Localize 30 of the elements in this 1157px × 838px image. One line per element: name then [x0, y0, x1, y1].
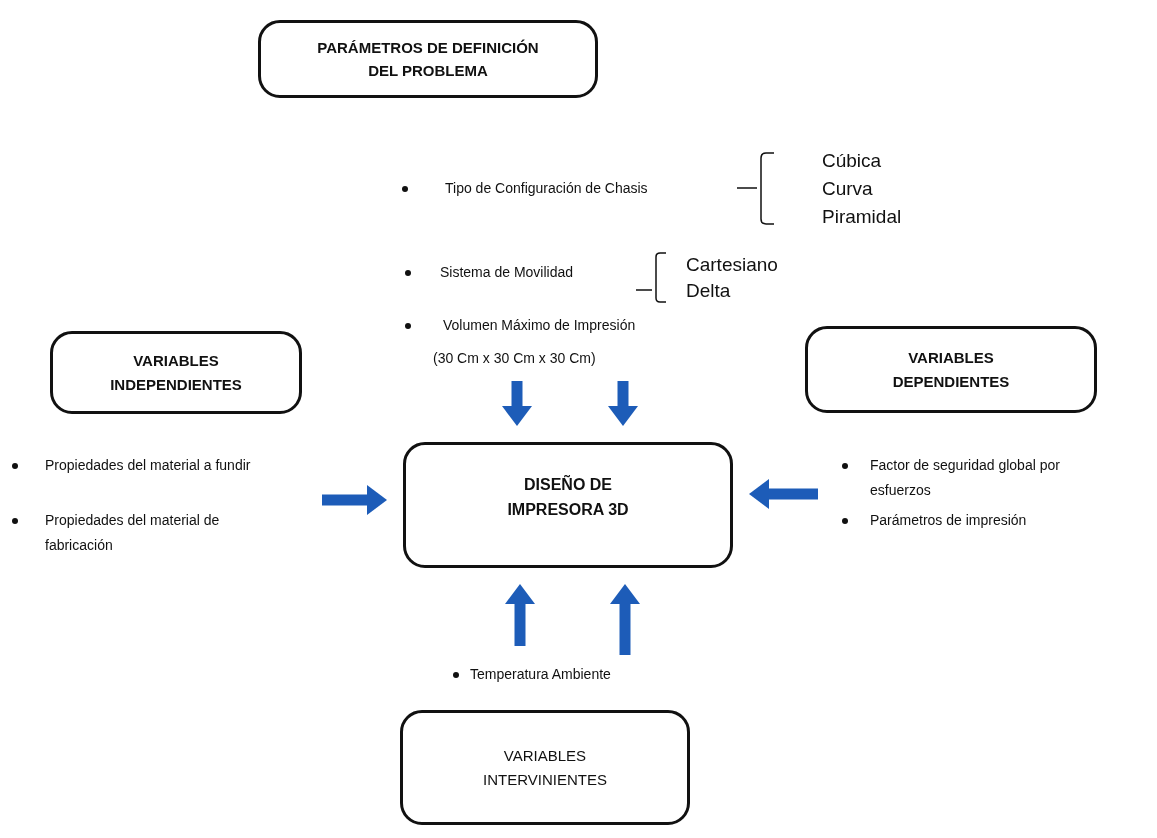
list-item: Cúbica	[822, 149, 883, 173]
box-title: VARIABLES DEPENDIENTES	[891, 348, 1011, 392]
list-item: Volumen Máximo de Impresión	[443, 316, 637, 335]
box-title: DISEÑO DE IMPRESORA 3D	[506, 474, 630, 520]
box-title: PARÁMETROS DE DEFINICIÓN DEL PROBLEMA	[316, 37, 540, 81]
block-arrow	[610, 584, 640, 655]
list-item: Parámetros de impresión	[870, 511, 1028, 530]
rounded-box	[403, 442, 733, 568]
block-arrow	[322, 485, 387, 515]
rounded-box	[400, 710, 690, 825]
box-title: VARIABLES INDEPENDIENTES	[109, 351, 243, 395]
list-item: Curva	[822, 177, 874, 201]
list-item: Factor de seguridad global por esfuerzos	[870, 456, 1061, 500]
list-item: Tipo de Configuración de Chasis	[445, 179, 649, 198]
block-arrow	[502, 381, 532, 426]
box-title: VARIABLES INTERVINIENTES	[482, 746, 608, 790]
list-item: Temperatura Ambiente	[470, 665, 612, 684]
rounded-box	[258, 20, 598, 98]
list-item: Delta	[686, 279, 732, 303]
block-arrow	[505, 584, 535, 646]
rounded-box	[805, 326, 1097, 413]
list-item: Cartesiano	[686, 253, 779, 277]
list-item: Propiedades del material de fabricación	[45, 511, 221, 555]
block-arrow	[608, 381, 638, 426]
rounded-box	[50, 331, 302, 414]
list-item: (30 Cm x 30 Cm x 30 Cm)	[433, 349, 597, 368]
list-item: Propiedades del material a fundir	[45, 456, 252, 475]
list-item: Piramidal	[822, 205, 903, 229]
list-item: Sistema de Movilidad	[440, 263, 575, 282]
block-arrow	[749, 479, 818, 509]
